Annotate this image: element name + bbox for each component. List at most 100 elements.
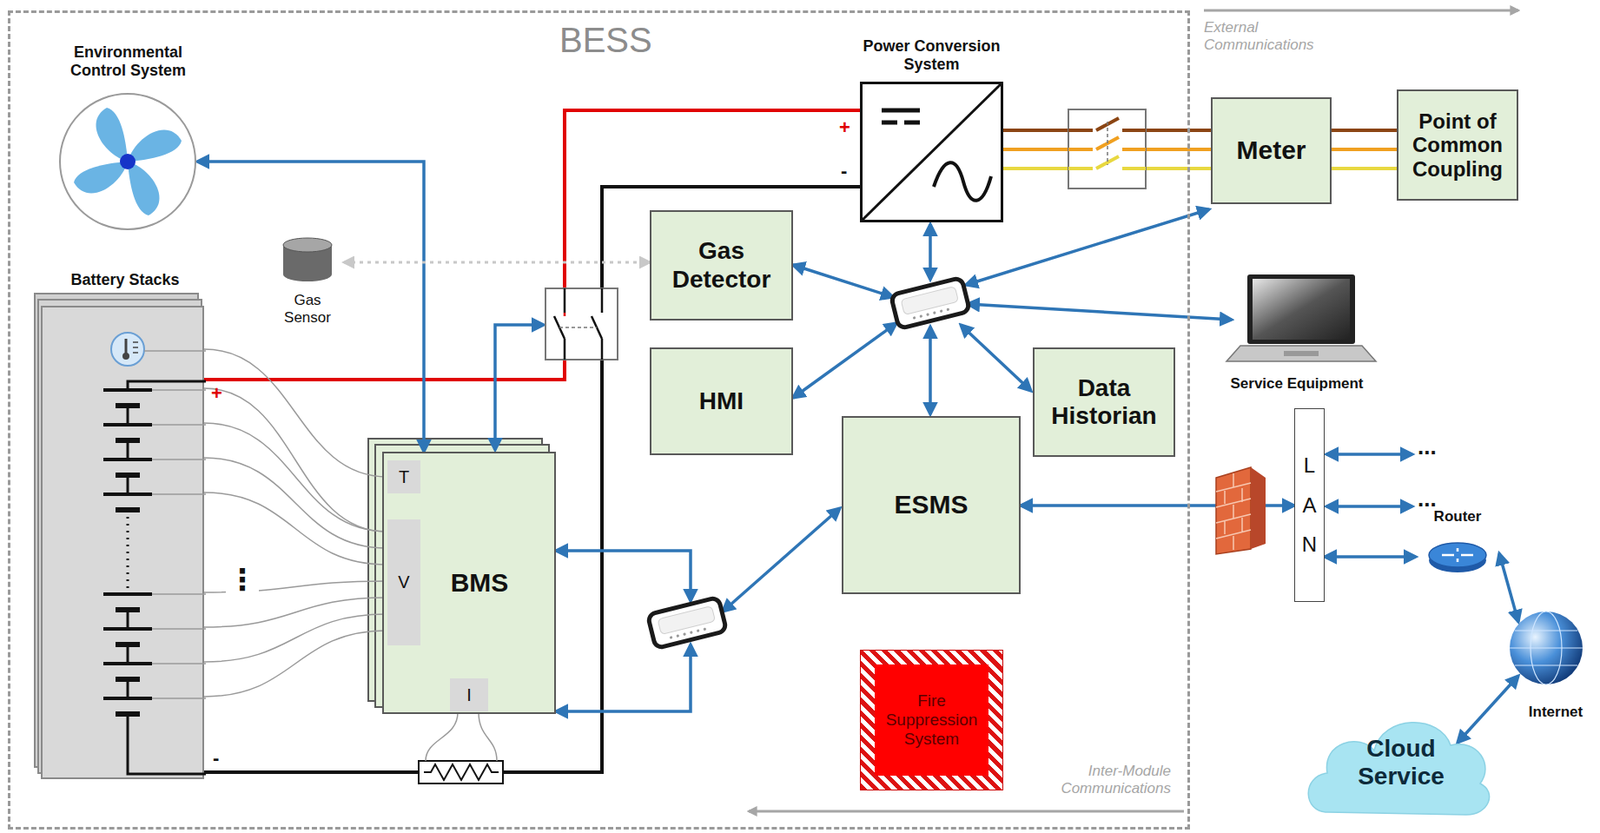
zone-note: External Communications xyxy=(1203,19,1352,53)
process-box: BMSTVI xyxy=(382,451,556,715)
polarity-mark: + xyxy=(839,116,851,139)
graphic-part xyxy=(495,324,544,450)
graphic-part xyxy=(127,130,182,162)
graphic-part xyxy=(559,326,597,329)
polarity-mark: - xyxy=(212,747,219,769)
graphic-part xyxy=(1226,345,1376,362)
graphic-part xyxy=(555,644,691,712)
graphic-part xyxy=(122,352,130,360)
graphic-part xyxy=(1331,147,1397,152)
graphic-part xyxy=(862,84,1001,220)
graphic-part xyxy=(126,405,130,425)
bus-bar: LAN xyxy=(1294,408,1325,602)
component-label: Gas Sensor xyxy=(276,291,339,326)
graphic-part xyxy=(960,324,1032,391)
process-box: Point of Common Coupling xyxy=(1396,89,1519,201)
connector xyxy=(197,161,424,452)
process-box: ESMS xyxy=(841,416,1021,595)
current-sense-wire xyxy=(425,712,497,761)
graphic-part xyxy=(132,342,139,353)
graphic-part xyxy=(1499,553,1519,622)
component-label: Service Equipment xyxy=(1214,375,1380,393)
graphic-part xyxy=(271,236,344,289)
graphic-part xyxy=(59,93,196,230)
graphic-part xyxy=(152,493,206,496)
graphic-part xyxy=(103,492,153,496)
graphic-part xyxy=(125,338,128,355)
graphic-part xyxy=(73,107,182,216)
graphic-part xyxy=(103,423,153,427)
negative-wire xyxy=(204,770,419,774)
graphic-part xyxy=(152,662,206,665)
graphic-part xyxy=(554,288,602,360)
ellipsis-mark: ⋮ xyxy=(225,564,259,595)
graphic-part xyxy=(1324,555,1416,559)
graphic-part xyxy=(1326,452,1413,457)
graphic-part xyxy=(152,697,206,700)
intermodule-arrow xyxy=(748,810,1184,814)
graphic-part xyxy=(1326,504,1413,509)
graphic-part xyxy=(1441,548,1474,562)
graphic-part xyxy=(283,238,332,252)
process-box: Meter xyxy=(1210,97,1332,205)
connector xyxy=(204,349,388,477)
graphic-part xyxy=(126,475,130,495)
graphic-part xyxy=(126,440,130,460)
process-box: HMI xyxy=(649,347,794,456)
port-label: I xyxy=(466,685,472,706)
contactor xyxy=(545,288,618,360)
graphic-part xyxy=(152,389,206,391)
graphic-part xyxy=(555,550,691,602)
box-label: ESMS xyxy=(893,489,968,521)
graphic-part xyxy=(73,161,128,193)
hazard-box: Fire Suppression System xyxy=(859,649,1004,791)
network-switch xyxy=(890,277,970,329)
sense-wires xyxy=(204,388,387,697)
positive-wire xyxy=(204,110,860,380)
graphic-part xyxy=(1252,278,1350,340)
graphic-part xyxy=(126,679,130,699)
gas-sensor-icon: Gas Sensor xyxy=(271,236,344,337)
polarity-mark: - xyxy=(840,159,847,182)
cloud-shape: Cloud Service xyxy=(1301,703,1495,821)
port-label: T xyxy=(398,467,410,488)
graphic-part xyxy=(1216,467,1251,555)
sense-port: T xyxy=(387,460,421,494)
negative-wire xyxy=(502,186,860,773)
laptop-icon: Service Equipment xyxy=(1214,271,1380,400)
process-box: Data Historian xyxy=(1032,347,1176,457)
graphic-part xyxy=(103,661,153,666)
graphic-part xyxy=(126,509,130,595)
graphic-part xyxy=(793,323,897,398)
box-label: Fire Suppression System xyxy=(874,664,989,776)
globe-icon: Internet xyxy=(1507,608,1595,730)
graphic-part xyxy=(96,107,128,162)
graphic-part xyxy=(204,597,387,628)
external-arrow xyxy=(1203,9,1519,13)
fan-icon: Environmental Control System xyxy=(52,43,205,233)
graphic-part xyxy=(1216,473,1251,550)
network-links xyxy=(495,209,1413,712)
sense-port: V xyxy=(387,519,421,646)
graphic-part xyxy=(127,161,159,216)
converter-box: Power Conversion System xyxy=(859,81,1004,223)
graphic-part xyxy=(1457,675,1519,743)
graphic-part xyxy=(103,388,153,392)
graphic-part xyxy=(722,508,840,612)
connector xyxy=(1331,130,1397,169)
graphic-part xyxy=(1247,274,1356,344)
ac-breaker xyxy=(1068,109,1146,189)
graphic-part xyxy=(204,349,388,477)
network-switch xyxy=(647,596,727,648)
firewall-icon xyxy=(1216,467,1266,555)
graphic-part xyxy=(1214,271,1380,369)
box-label: Meter xyxy=(1236,135,1306,166)
box-label: Gas Detector xyxy=(656,237,787,293)
graphic-part xyxy=(881,120,920,126)
graphic-part xyxy=(204,423,388,532)
connector xyxy=(1499,553,1519,622)
